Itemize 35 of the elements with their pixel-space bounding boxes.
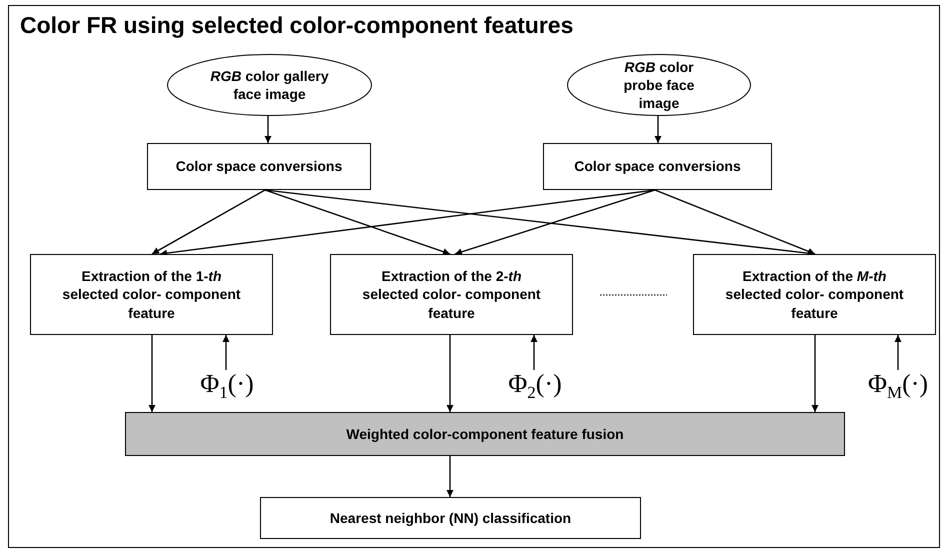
- process-box: [30, 254, 273, 335]
- arrow: [264, 116, 272, 143]
- math-symbol: Φ$_{M}$(·): [866, 370, 930, 402]
- node-label: Color space conversions: [573, 157, 742, 176]
- arrow: [530, 335, 538, 370]
- node-label: RGB color probe face image: [622, 58, 696, 112]
- math-symbol: Φ$_{2}$(·): [507, 370, 563, 402]
- node-label: Weighted color-component feature fusion: [345, 424, 625, 444]
- fusion-bar: [125, 412, 845, 456]
- node-label: Extraction of the 2-th selected color- component feature: [361, 267, 542, 322]
- node-label: Color space conversions: [174, 157, 344, 176]
- process-box: [260, 497, 641, 539]
- process-box: [330, 254, 573, 335]
- arrow: [454, 189, 656, 256]
- arrow: [654, 189, 816, 255]
- node-label: Nearest neighbor (NN) classification: [328, 508, 572, 528]
- arrow: [264, 189, 450, 256]
- process-box: [147, 143, 371, 190]
- arrow: [812, 335, 818, 412]
- arrow: [152, 189, 266, 255]
- arrow: [654, 116, 662, 143]
- arrow: [894, 335, 902, 370]
- math-symbol: Φ$_{1}$(·): [199, 370, 255, 402]
- input-ellipse: [167, 54, 372, 116]
- process-box: [543, 143, 772, 190]
- arrow: [148, 335, 156, 412]
- process-box: [693, 254, 936, 335]
- diagram-title: Color FR using selected color-component features: [20, 12, 574, 39]
- arrow: [222, 335, 230, 370]
- node-label: Extraction of the M-th selected color- component feature: [724, 267, 905, 322]
- input-ellipse: [567, 54, 751, 116]
- arrow: [446, 335, 454, 412]
- arrow: [446, 456, 454, 497]
- node-label: RGB color gallery face image: [209, 66, 330, 104]
- node-label: Extraction of the 1-th selected color- component feature: [61, 267, 242, 322]
